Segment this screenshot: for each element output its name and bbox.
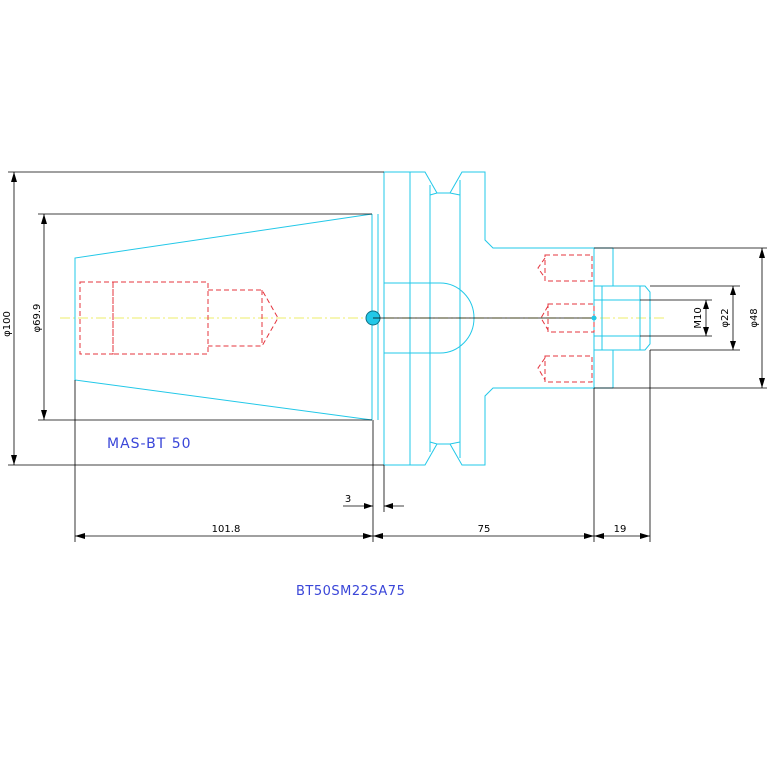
dim-bore-diameter: φ22 — [720, 308, 731, 327]
taper-shank — [74, 213, 379, 421]
part-number: BT50SM22SA75 — [296, 584, 405, 599]
dim-taper-length: 101.8 — [212, 524, 241, 535]
dim-nose-diameter: φ48 — [749, 308, 760, 327]
dimension-lines — [8, 171, 767, 542]
dim-thread: M10 — [693, 307, 704, 328]
drawing-label: MAS-BT 50 — [107, 436, 192, 452]
hidden-features — [79, 254, 595, 383]
dim-taper-diameter: φ69.9 — [32, 304, 43, 333]
dim-gap: 3 — [345, 494, 351, 505]
dim-body-length: 75 — [478, 524, 491, 535]
center-marker — [365, 310, 597, 326]
dim-nose-length: 19 — [614, 524, 627, 535]
dim-flange-diameter: φ100 — [2, 311, 13, 337]
flange-body — [383, 171, 651, 466]
